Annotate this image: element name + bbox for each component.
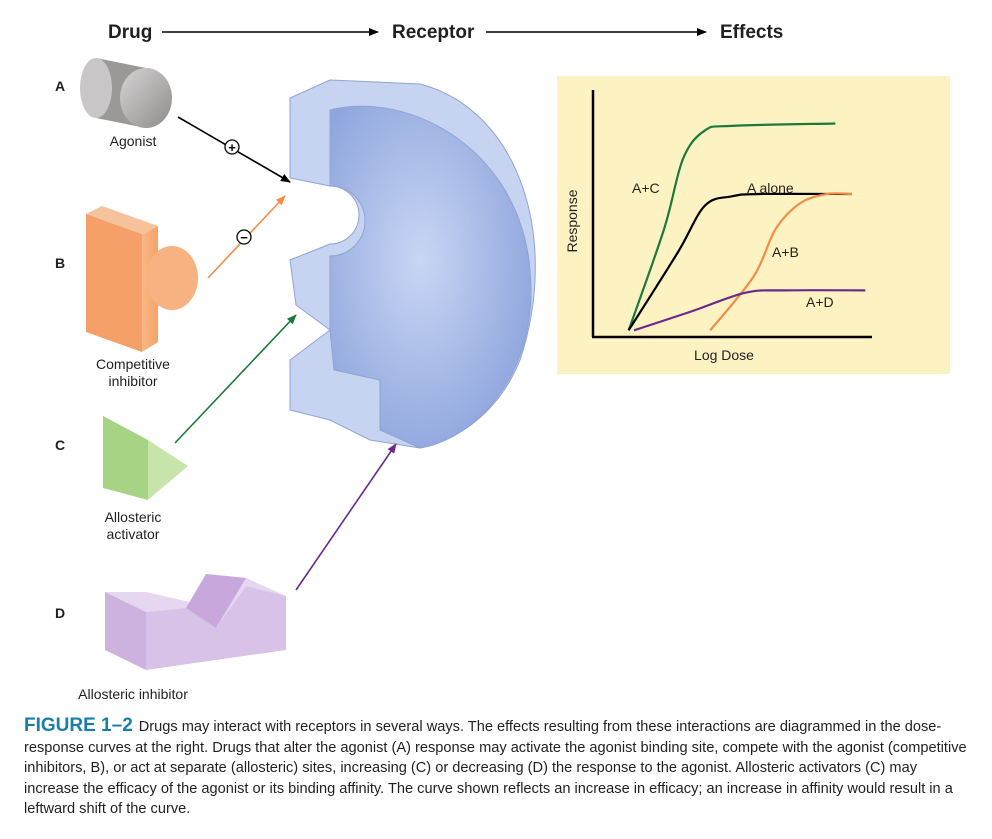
header-receptor: Receptor xyxy=(392,22,475,43)
chart-background xyxy=(557,76,950,374)
allosteric-activator-label-line2: activator xyxy=(107,526,160,542)
curve-a-b xyxy=(709,192,852,331)
figure-diagram: Drug Receptor Effects A B C D Agonist Co… xyxy=(55,22,950,702)
competitive-minus-sign xyxy=(236,229,252,245)
chart-xlabel: Log Dose xyxy=(694,347,754,363)
agonist-plus-sign xyxy=(224,139,240,155)
competitive-inhibitor-label-line1: Competitive xyxy=(96,356,170,372)
allosteric-inhibitor-label: Allosteric inhibitor xyxy=(78,686,188,702)
allosteric-inhibitor-shape xyxy=(105,574,286,670)
agonist-label: Agonist xyxy=(110,133,157,149)
competitive-inhibitor-shape xyxy=(86,206,198,352)
competitive-inhibitor-label-line2: inhibitor xyxy=(108,373,157,389)
allosteric-activator-label-line1: Allosteric xyxy=(105,509,162,525)
chart-ylabel: Response xyxy=(564,189,580,252)
header-drug: Drug xyxy=(108,22,152,43)
series-label-a-d: A+D xyxy=(806,294,834,310)
row-letter-b: B xyxy=(55,255,65,271)
agonist-shape xyxy=(80,58,172,128)
competitive-minus-text: − xyxy=(240,230,248,245)
receptor-shape xyxy=(289,79,536,449)
caption-text: Drugs may interact with receptors in sev… xyxy=(24,719,967,817)
row-letter-d: D xyxy=(55,605,65,621)
allosteric-activator-shape xyxy=(103,416,188,500)
agonist-plus-text: + xyxy=(228,140,236,155)
curve-a-alone xyxy=(627,192,852,331)
series-label-a-b: A+B xyxy=(772,244,799,260)
caption-label: FIGURE 1–2 xyxy=(24,715,133,736)
header-effects: Effects xyxy=(720,22,783,43)
allosteric-inhibitor-arrow xyxy=(295,443,397,591)
chart-series-group xyxy=(627,122,866,332)
allosteric-activator-arrow xyxy=(174,314,297,444)
curve-a-d xyxy=(633,289,866,332)
curve-a-c xyxy=(627,122,836,331)
series-label-a-c: A+C xyxy=(632,180,660,196)
row-letter-a: A xyxy=(55,78,65,94)
series-label-a-alone: A alone xyxy=(747,180,794,196)
row-letter-c: C xyxy=(55,437,65,453)
